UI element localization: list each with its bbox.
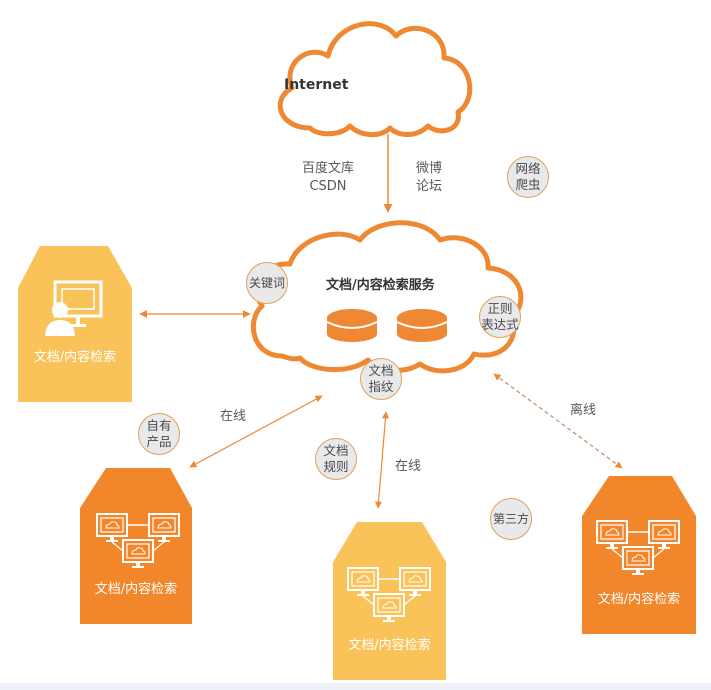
doc-rules-bubble: 文档 规则: [315, 438, 357, 480]
middle-online-label: 在线: [395, 459, 422, 474]
database-icon: [326, 309, 378, 342]
user-node-label: 文档/内容检索: [33, 350, 117, 365]
keyword-bubble: 关键词: [246, 262, 288, 304]
third-party-bubble: 第三方: [490, 498, 532, 540]
database-icon: [396, 309, 448, 342]
regex-bubble: 正则 表达式: [479, 296, 521, 338]
internet-title: Internet: [284, 77, 349, 93]
own-product-node-shape: [80, 468, 192, 624]
user-monitor-icon: [45, 280, 103, 336]
source-label-left: 百度文库 CSDN: [302, 161, 355, 194]
own-product-bubble: 自有 产品: [138, 413, 180, 455]
rules-node-shape: [333, 522, 446, 680]
service-title: 文档/内容检索服务: [326, 278, 435, 293]
service-cloud: [250, 220, 524, 374]
source-label-right: 微博 论坛: [416, 161, 443, 194]
left-online-label: 在线: [220, 409, 247, 424]
bottom-band: [0, 683, 711, 690]
third-party-node-label: 文档/内容检索: [597, 592, 681, 607]
rules-node-label: 文档/内容检索: [348, 638, 431, 653]
offline-label: 离线: [570, 403, 597, 418]
offline-link-arrow: [493, 373, 623, 469]
rules-link-arrow: [374, 411, 390, 509]
internet-cloud: [277, 21, 473, 137]
own-product-node-label: 文档/内容检索: [94, 582, 178, 597]
crawler-bubble: 网络 爬虫: [507, 156, 549, 198]
own-product-link-arrow: [189, 395, 323, 468]
fingerprint-bubble: 文档 指纹: [360, 358, 402, 400]
